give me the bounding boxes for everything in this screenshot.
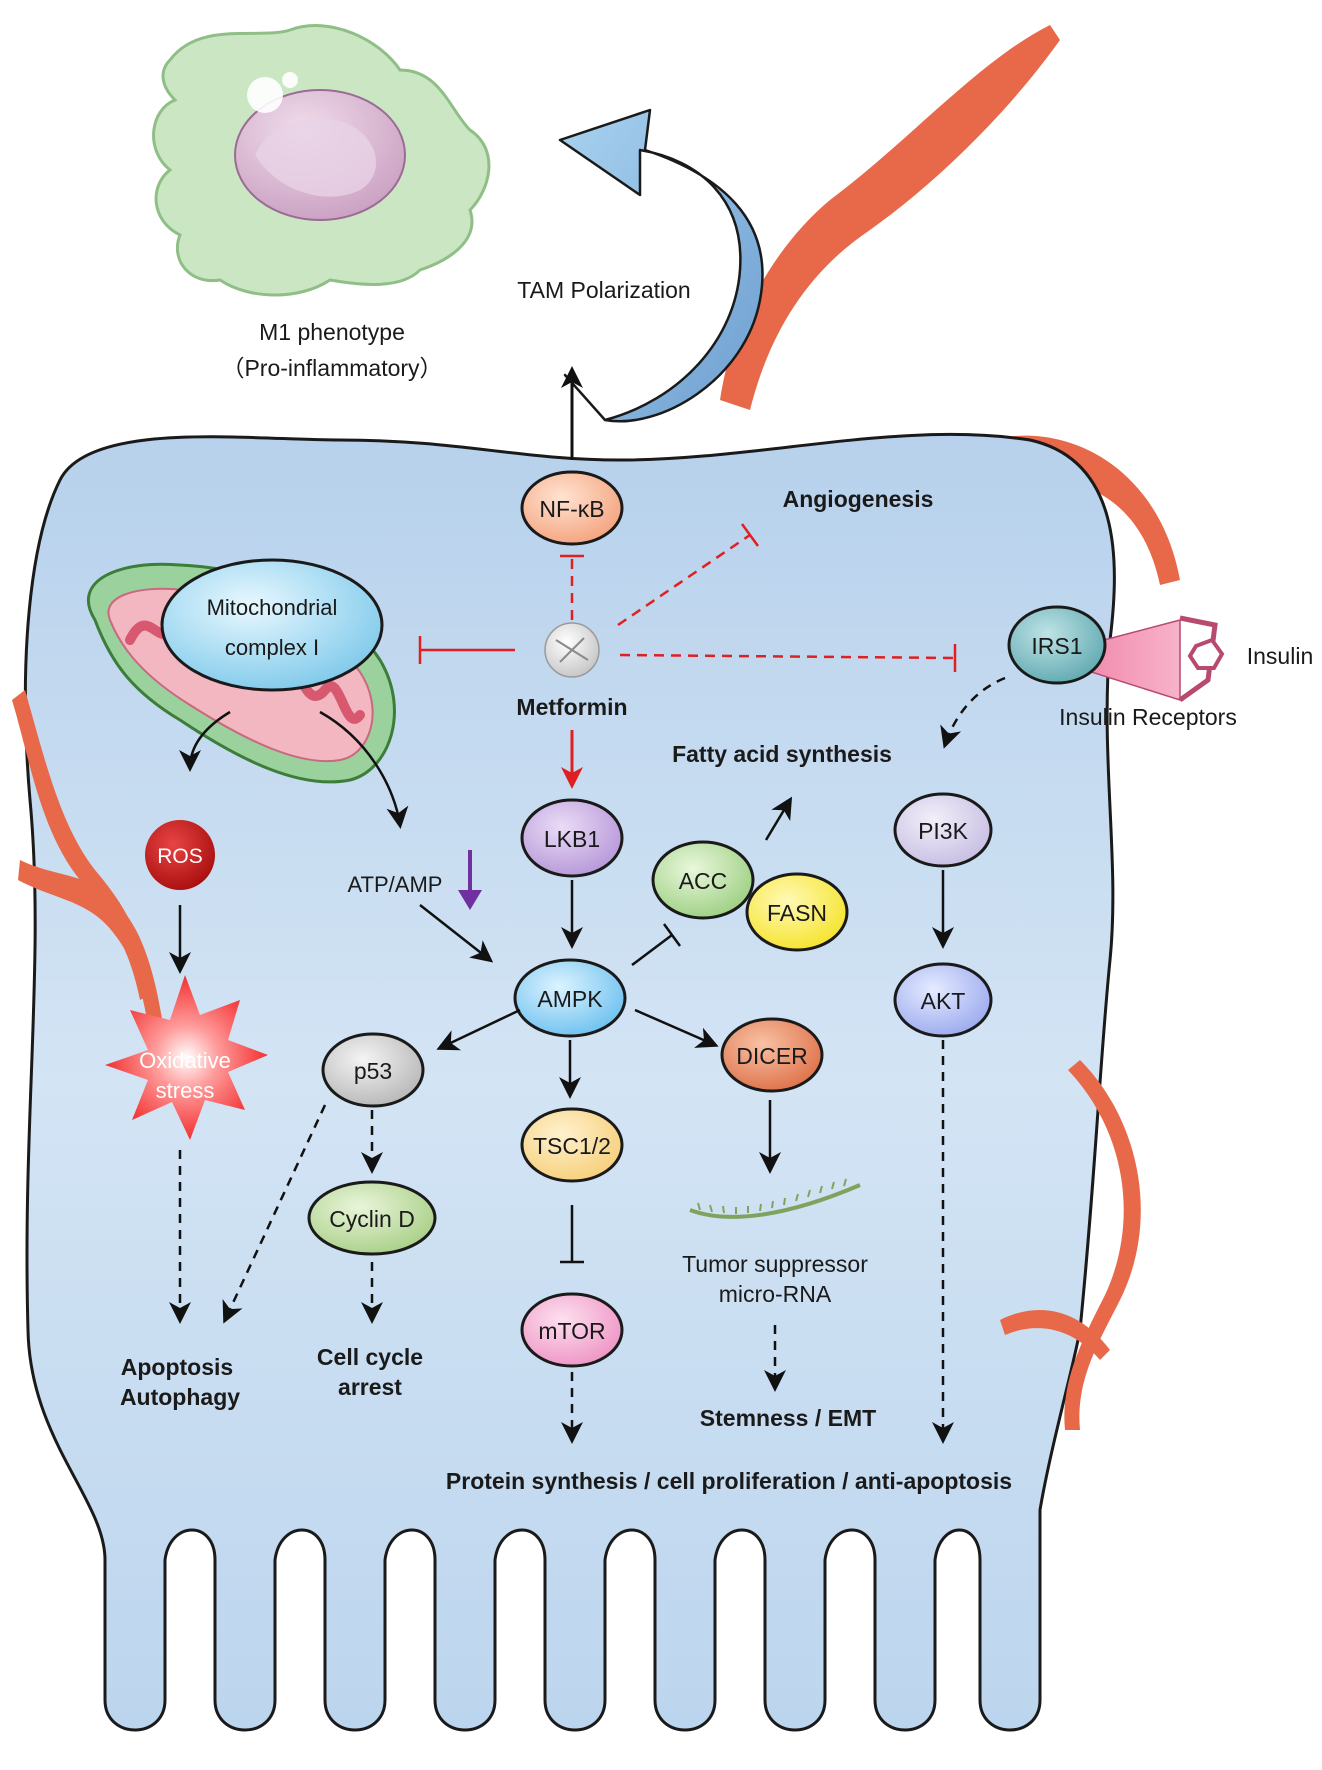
oxidative-label-line2: stress [156, 1078, 215, 1103]
fasn-label: FASN [767, 900, 827, 926]
atp-amp-label: ATP/AMP [348, 872, 443, 897]
apoptosis-label: Apoptosis [121, 1354, 233, 1380]
angiogenesis-label: Angiogenesis [783, 486, 934, 512]
p53-node [321, 1032, 425, 1108]
insulin-label: Insulin [1247, 643, 1313, 669]
ros-label: ROS [157, 845, 203, 868]
ampk-node [513, 958, 627, 1038]
arrest-label: arrest [338, 1374, 402, 1400]
nfkb-node [520, 470, 624, 546]
tam-polarization-label: TAM Polarization [517, 277, 690, 303]
acc-node [651, 840, 755, 920]
irs1-label: IRS1 [1031, 633, 1082, 659]
akt-label: AKT [921, 988, 966, 1014]
dashed-arrows [169, 676, 1006, 1444]
cell-cycle-label: Cell cycle [317, 1344, 423, 1370]
tsc-inhibits-mtor [560, 1205, 584, 1264]
irs1-node [1007, 605, 1107, 685]
microrna-strand-icon [689, 1178, 861, 1219]
pro-inflammatory-label: （Pro-inflammatory） [221, 355, 442, 381]
outcome-label: Protein synthesis / cell proliferation /… [446, 1468, 1012, 1494]
autophagy-label: Autophagy [120, 1384, 240, 1410]
insulin-molecule-icon [1187, 637, 1225, 670]
dicer-node [720, 1017, 824, 1093]
acc-label: ACC [679, 868, 728, 894]
cyclin-d-node [307, 1180, 437, 1256]
fasn-node [745, 872, 849, 952]
mitochondrial-label-line2: complex I [225, 635, 319, 660]
oxidative-label-line1: Oxidative [139, 1048, 231, 1073]
mtor-label: mTOR [538, 1318, 605, 1344]
lkb1-node [520, 798, 624, 878]
m1-macrophage-icon [152, 24, 491, 297]
mitochondrial-label-line1: Mitochondrial [207, 595, 338, 620]
mirna-label-line2: micro-RNA [719, 1281, 832, 1307]
akt-node [893, 962, 993, 1038]
mitochondrial-complex-i-node [160, 558, 384, 692]
mtor-node [520, 1292, 624, 1368]
atp-amp-decrease-arrowhead [458, 890, 482, 910]
activation-arrows [169, 710, 954, 1174]
metformin-pill-icon [544, 622, 600, 678]
metformin-inhibition-lines [418, 523, 957, 672]
lkb1-label: LKB1 [544, 826, 600, 852]
mirna-label-line1: Tumor suppressor [682, 1251, 868, 1277]
ampk-label: AMPK [537, 986, 603, 1012]
nfkb-label: NF-κB [539, 496, 604, 522]
blood-vessel-right [1000, 1060, 1141, 1430]
pi3k-node [893, 792, 993, 868]
ampk-inhibits-acc [631, 923, 682, 966]
tsc12-node [520, 1107, 624, 1183]
oxidative-stress-burst [105, 975, 268, 1140]
tam-polarization-curved-arrow [558, 108, 764, 423]
m1-phenotype-label: M1 phenotype [259, 319, 405, 345]
stemness-emt-label: Stemness / EMT [700, 1405, 876, 1431]
p53-label: p53 [354, 1058, 392, 1084]
pi3k-label: PI3K [918, 818, 969, 844]
dicer-label: DICER [736, 1043, 808, 1069]
insulin-receptors-label: Insulin Receptors [1059, 704, 1237, 730]
metformin-label: Metformin [516, 694, 627, 720]
ros-node [145, 820, 215, 890]
cyclin-d-label: Cyclin D [329, 1206, 415, 1232]
fatty-acid-synthesis-label: Fatty acid synthesis [672, 741, 892, 767]
tsc12-label: TSC1/2 [533, 1133, 611, 1159]
